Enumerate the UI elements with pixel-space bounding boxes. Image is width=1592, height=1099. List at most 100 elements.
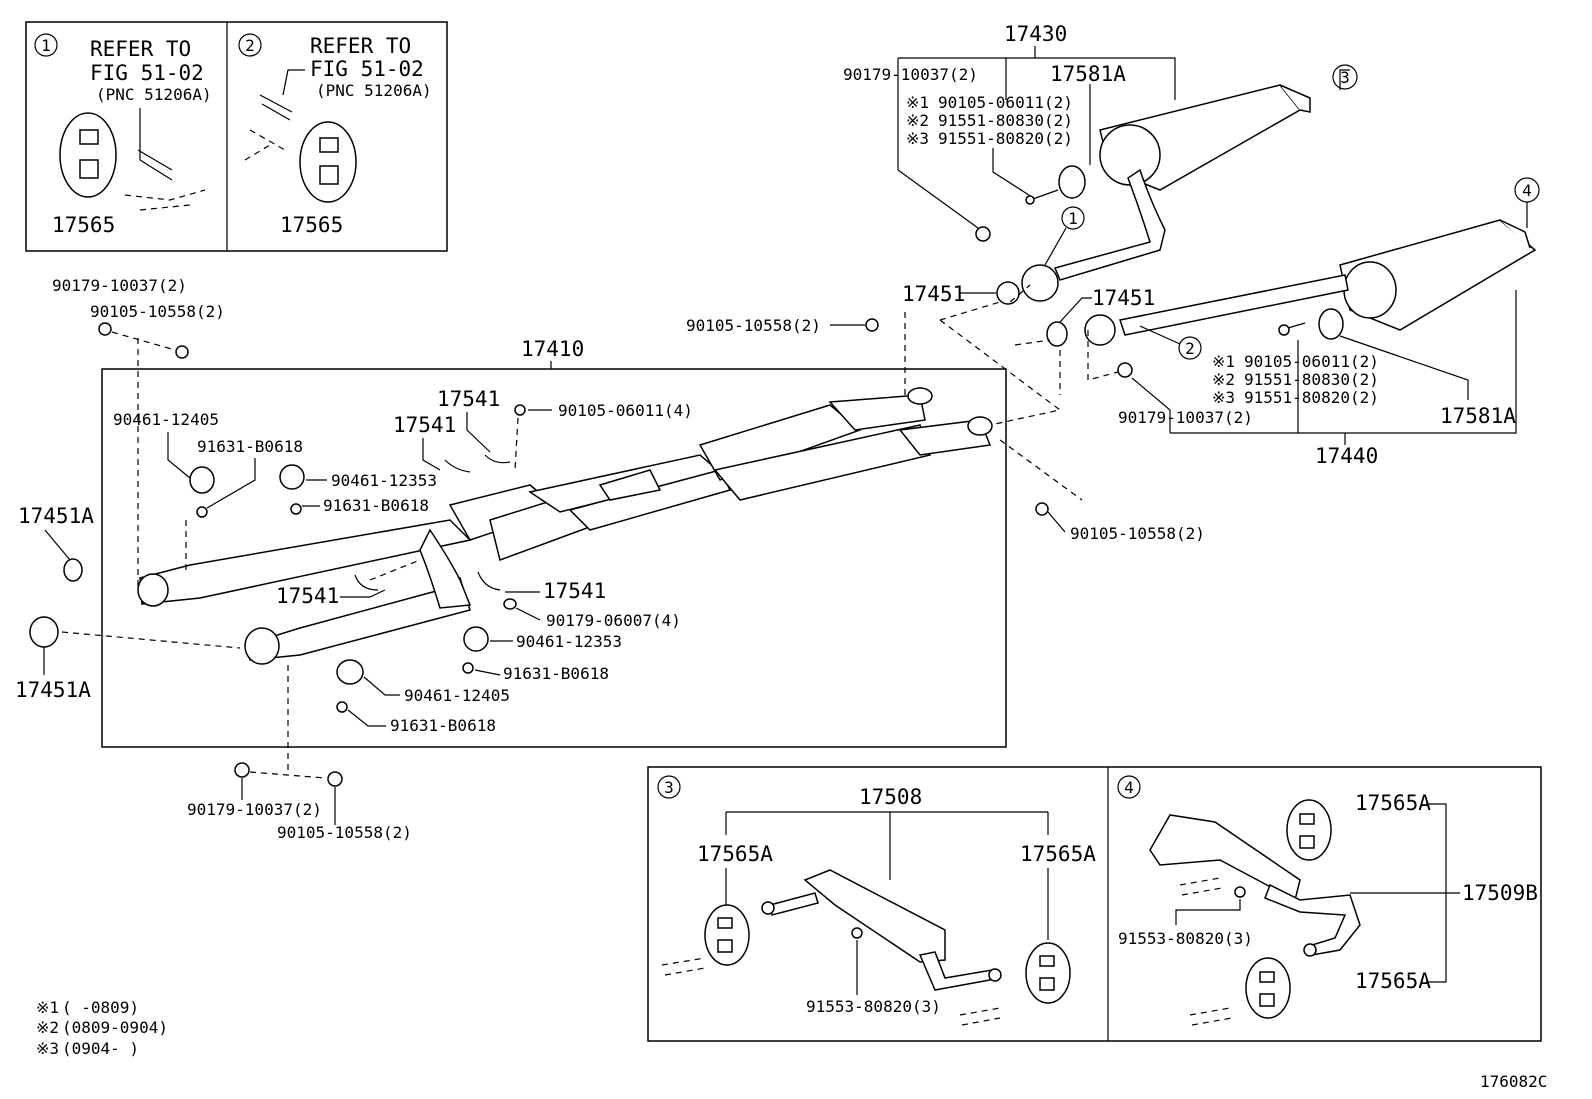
inset-4-bolt: 91553-80820(3) <box>1118 929 1253 948</box>
label-17410: 17410 <box>521 337 584 361</box>
label-17451-left: 17451 <box>902 282 965 306</box>
hanger-icon <box>484 454 511 464</box>
label-17451-right: 17451 <box>1092 286 1155 310</box>
bolt-icon <box>514 404 526 416</box>
bolt-icon <box>865 318 879 332</box>
pipe-flange-icon <box>907 387 933 405</box>
inset-1-2-frame <box>25 21 448 252</box>
rubber-mount-icon <box>704 904 750 966</box>
inset-1-refer: REFER TO <box>90 37 191 61</box>
rubber-mount-icon <box>1025 942 1071 1004</box>
circle-3: 3 <box>1340 68 1350 87</box>
bolt-icon <box>327 771 343 787</box>
inset-2-refer: REFER TO <box>310 34 411 58</box>
inset-2-part: 17565 <box>280 213 343 237</box>
bolt-icon <box>290 503 302 515</box>
bolt-icon <box>1035 502 1049 516</box>
inset-3-4-frame <box>647 766 1542 1042</box>
inset-3-number: 3 <box>664 778 674 797</box>
label-bolt-bl: 90105-10558(2) <box>277 823 412 842</box>
inset-4-number: 4 <box>1124 778 1134 797</box>
bolt-icon <box>462 662 474 674</box>
hanger-icon <box>354 574 379 591</box>
label-nut-c: 90179-06007(4) <box>546 611 681 630</box>
bracket-icon <box>1149 814 1361 957</box>
nut-icon <box>98 322 112 336</box>
note3-part: 91551-80820(2) <box>938 129 1073 148</box>
gasket-icon <box>996 281 1020 305</box>
inset-1-part: 17565 <box>52 213 115 237</box>
label-17430: 17430 <box>1004 22 1067 46</box>
inset-4-part-bottom: 17565A <box>1355 969 1431 993</box>
pipe-flange-icon <box>967 416 993 436</box>
label-hanger3: 17541 <box>276 584 339 608</box>
hanger-icon <box>444 459 471 473</box>
label-nut-bl: 90179-10037(2) <box>187 800 322 819</box>
legend-3-range: (0904- ) <box>62 1039 139 1058</box>
label-hanger2: 17541 <box>437 387 500 411</box>
label-clamp-b: 90461-12353 <box>331 471 437 490</box>
r-note1-mark: ※1 <box>1212 352 1235 371</box>
gasket-icon <box>63 558 83 582</box>
rubber-mount-icon <box>299 121 357 203</box>
catalytic-converters <box>448 394 992 561</box>
inset-1-pnc: (PNC 51206A) <box>96 85 212 104</box>
inset-3-part-right: 17565A <box>1020 842 1096 866</box>
inset-2-number: 2 <box>245 36 255 55</box>
legend-3-mark: ※3 <box>36 1039 59 1058</box>
muffler-lower <box>1084 219 1537 346</box>
rubber-mount-icon <box>59 112 117 198</box>
inset-3-bolt: 91553-80820(3) <box>806 997 941 1016</box>
label-hanger1: 17541 <box>393 413 456 437</box>
bracket-icon <box>761 869 1002 991</box>
inset-4-part-top: 17565A <box>1355 791 1431 815</box>
bolt-icon <box>196 506 208 518</box>
inset-1-fig: FIG 51-02 <box>90 61 204 85</box>
label-17581A-bottom: 17581A <box>1440 404 1516 428</box>
hanger-icon <box>477 571 501 591</box>
label-clamp-c: 90461-12353 <box>516 632 622 651</box>
label-bolt-d: 91631-B0618 <box>503 664 609 683</box>
rubber-mount-icon <box>1286 799 1332 861</box>
legend-1-mark: ※1 <box>36 998 59 1017</box>
label-17451A-bottom: 17451A <box>15 678 91 702</box>
label-bolt-left: 90105-10558(2) <box>686 316 821 335</box>
label-bolt-b: 91631-B0618 <box>323 496 429 515</box>
hanger-rubber-icon <box>1025 165 1086 205</box>
inset-2-fig: FIG 51-02 <box>310 57 424 81</box>
label-nut-a: 90179-10037(2) <box>843 65 978 84</box>
label-17451A-top: 17451A <box>18 504 94 528</box>
bolt-icon <box>175 345 189 359</box>
clamp-icon <box>463 626 489 652</box>
legend-2-range: (0809-0904) <box>62 1018 168 1037</box>
date-legend: ※1 ( -0809) ※2 (0809-0904) ※3 (0904- ) <box>36 998 168 1058</box>
rubber-mount-icon <box>1245 957 1291 1019</box>
nut-icon <box>503 598 517 610</box>
label-nut-tl: 90179-10037(2) <box>52 276 187 295</box>
inset-3: 3 17508 17565A 17565A 91553-80820(3) <box>657 775 1096 1026</box>
upper-right-assembly: 17430 90179-10037(2) 17581A ※1 90105-060… <box>686 22 1540 543</box>
label-hanger4: 17541 <box>543 579 606 603</box>
nut-icon <box>234 762 250 778</box>
label-nut-b: 90179-10037(2) <box>1118 408 1253 427</box>
inset-1: 1 REFER TO FIG 51-02 (PNC 51206A) 17565 <box>34 33 212 237</box>
clamp-icon <box>279 464 305 490</box>
label-bolt-right: 90105-10558(2) <box>1070 524 1205 543</box>
r-note2-mark: ※2 <box>1212 370 1235 389</box>
nut-icon <box>1117 362 1133 378</box>
inset-3-part-left: 17565A <box>697 842 773 866</box>
clamp-icon <box>189 466 215 494</box>
inset-4: 4 17565A 17565A 17509B 91553-80820(3) <box>1117 775 1538 1026</box>
inset-1-number: 1 <box>41 36 51 55</box>
figure-id: 176082C <box>1480 1072 1547 1091</box>
inset-2-pnc: (PNC 51206A) <box>316 81 432 100</box>
circle-2: 2 <box>1185 339 1195 358</box>
gasket-icon <box>29 616 59 648</box>
note2-part: 91551-80830(2) <box>938 111 1073 130</box>
pipe-flange-icon <box>1021 264 1059 302</box>
note1-mark: ※1 <box>906 93 929 112</box>
hanger-rubber-icon <box>1318 308 1344 340</box>
bolt-icon <box>1234 886 1246 898</box>
